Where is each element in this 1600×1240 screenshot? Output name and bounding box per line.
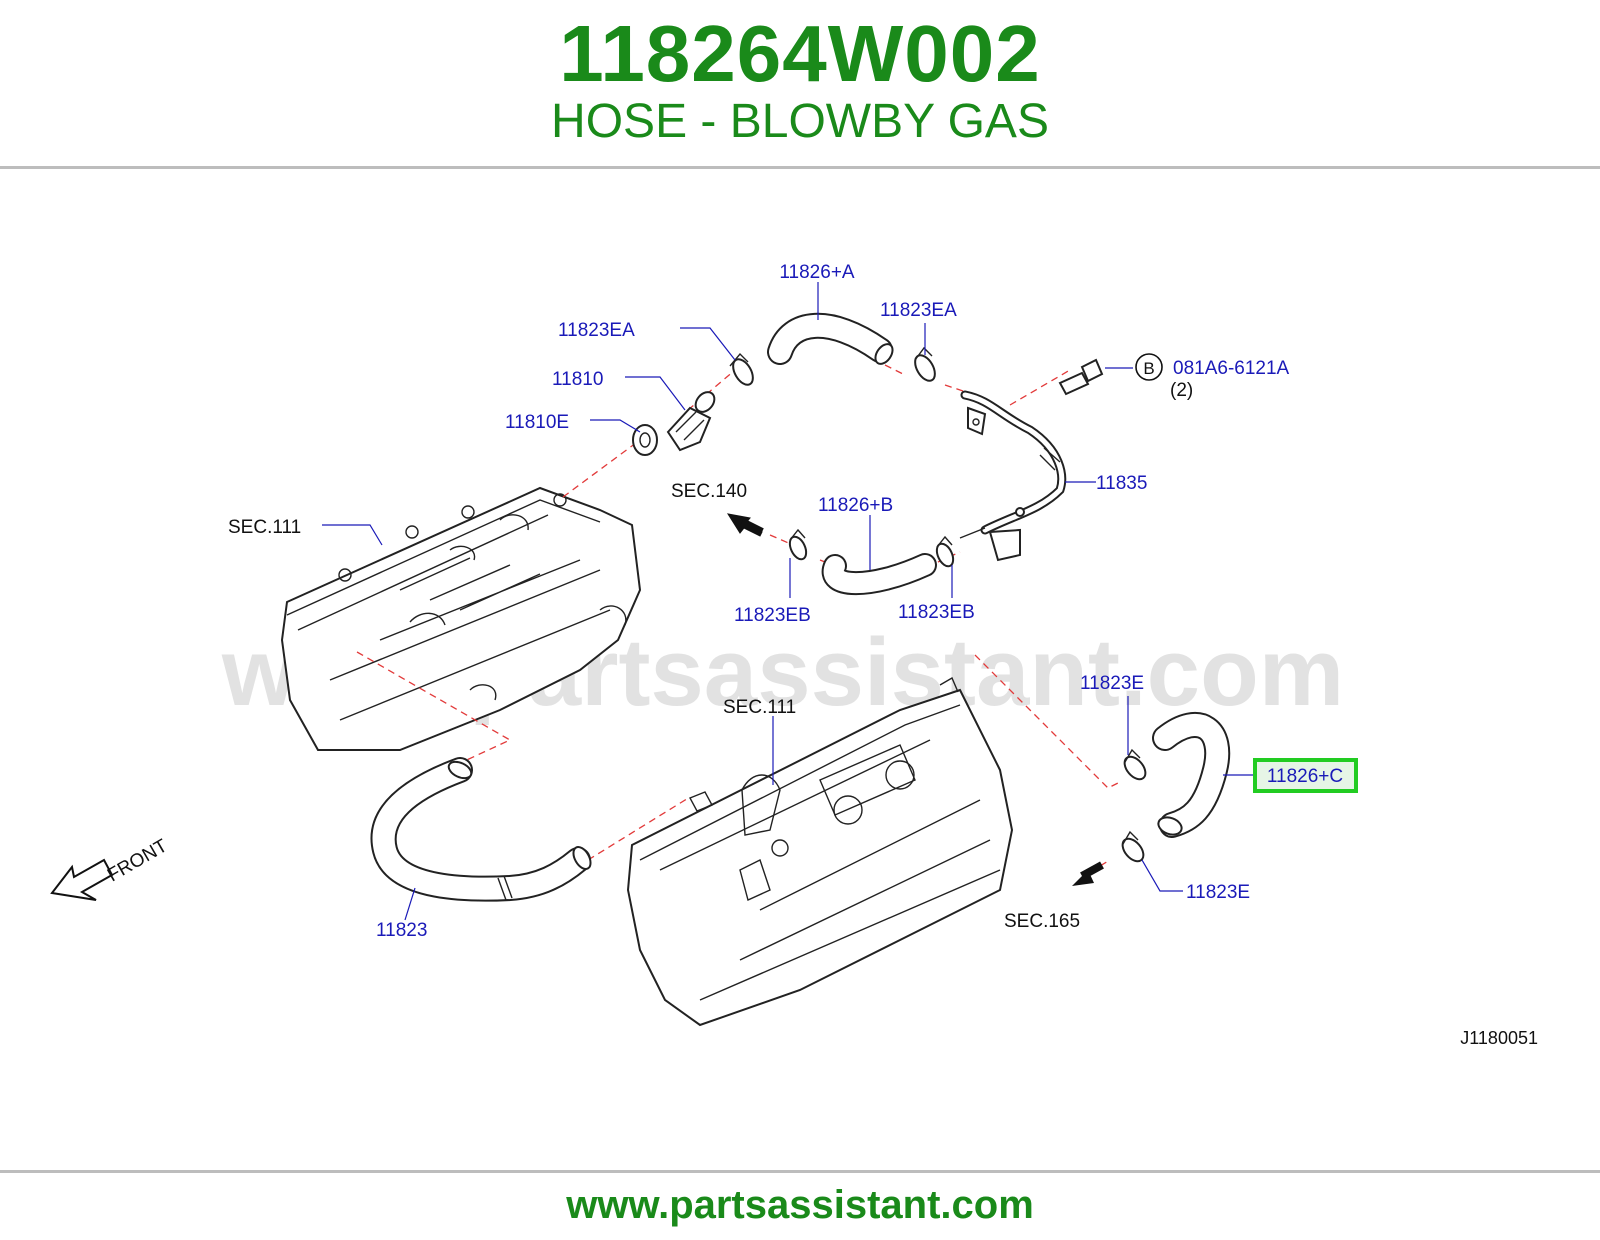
label-clamp-11823e-bottom: 11823E xyxy=(1186,882,1250,903)
label-tube-11835: 11835 xyxy=(1096,473,1147,494)
part-name-subtitle: HOSE - BLOWBY GAS xyxy=(551,95,1049,148)
hose-11826-b-drawing xyxy=(821,553,937,596)
arrow-to-sec165 xyxy=(1072,861,1104,886)
clamp-11823ea-left-drawing xyxy=(729,352,754,386)
label-clamp-11823ea-left: 11823EA xyxy=(558,320,635,341)
page-header: 118264W002 HOSE - BLOWBY GAS xyxy=(0,0,1600,168)
bolt-081a6-drawing xyxy=(1058,358,1104,396)
right-cylinder-head-drawing xyxy=(626,676,1014,1027)
label-clamp-11823eb-right: 11823EB xyxy=(898,602,975,623)
label-sec140: SEC.140 xyxy=(671,481,747,502)
hose-11823-drawing xyxy=(370,757,592,902)
front-label: FRONT xyxy=(104,835,172,886)
clamp-11823e-bottom-drawing xyxy=(1121,830,1145,863)
label-hose-11826-c: 11826+C xyxy=(1267,766,1343,787)
hose-11826-a-drawing xyxy=(767,312,894,365)
hose-11826-c-drawing xyxy=(1152,712,1231,838)
bolt-reference-letter: B xyxy=(1143,359,1154,378)
label-clamp-11823ea-right: 11823EA xyxy=(880,300,957,321)
label-bolt-081a6-6121a: 081A6-6121A xyxy=(1173,358,1290,379)
routing-dashed-line xyxy=(562,439,641,498)
label-sec111-right: SEC.111 xyxy=(723,697,796,718)
label-hose-11826-b: 11826+B xyxy=(818,495,893,516)
parts-diagram: www.partsassistant.com xyxy=(0,170,1600,1168)
front-direction-arrow: FRONT xyxy=(50,835,172,901)
label-grommet-11810e: 11810E xyxy=(505,412,569,433)
clamp-11823e-top-drawing xyxy=(1123,748,1147,781)
footer-website-link[interactable]: www.partsassistant.com xyxy=(566,1183,1034,1227)
label-bolt-quantity: (2) xyxy=(1170,380,1193,401)
label-hose-11826-a: 11826+A xyxy=(779,262,855,283)
label-sec165: SEC.165 xyxy=(1004,911,1080,932)
arrow-to-sec140 xyxy=(726,513,764,537)
part-number-title: 118264W002 xyxy=(559,9,1041,98)
label-clamp-11823eb-left: 11823EB xyxy=(734,605,811,626)
clamp-11823ea-right-drawing xyxy=(914,346,936,382)
grommet-11810e-drawing xyxy=(632,424,658,456)
highlight-box xyxy=(1253,758,1358,793)
label-clamp-11823e-top: 11823E xyxy=(1080,673,1144,694)
bolt-reference-badge: B xyxy=(1135,353,1163,381)
label-sec111-left: SEC.111 xyxy=(228,517,301,538)
footer-divider xyxy=(0,1170,1600,1173)
label-valve-11810: 11810 xyxy=(552,369,603,390)
figure-code: J1180051 xyxy=(1460,1028,1538,1048)
pcv-valve-11810-drawing xyxy=(666,391,716,452)
tube-11835-drawing xyxy=(959,390,1067,562)
label-hose-11823: 11823 xyxy=(376,920,427,941)
clamp-11823eb-left-drawing xyxy=(788,528,808,561)
header-divider xyxy=(0,166,1600,169)
clamp-11823eb-right-drawing xyxy=(935,535,955,568)
left-cylinder-head-drawing xyxy=(280,486,642,751)
hose-11826-c-highlight[interactable]: 11826+C xyxy=(1253,758,1358,793)
